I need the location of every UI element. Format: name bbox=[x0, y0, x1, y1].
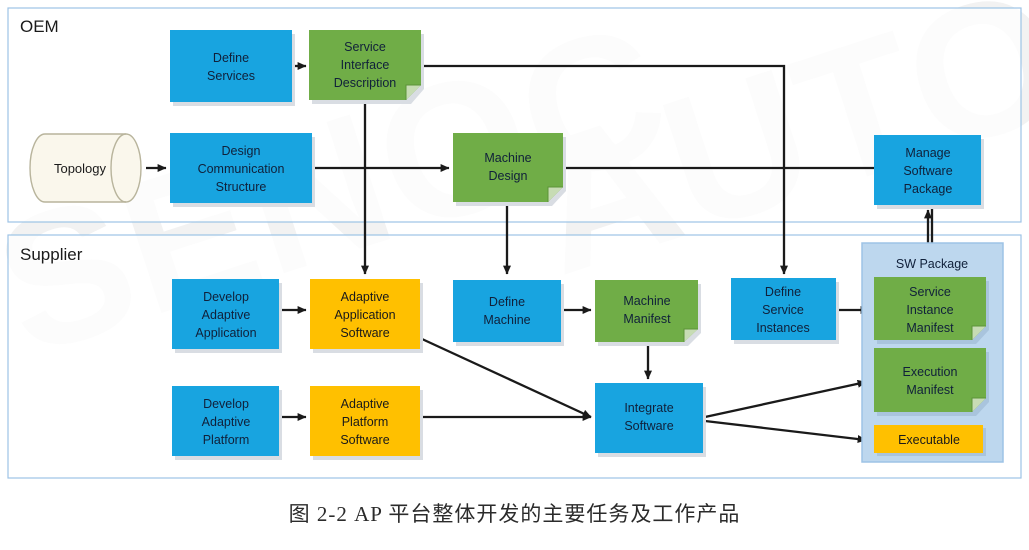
lane-title-supplier: Supplier bbox=[20, 245, 83, 264]
node-define-services-line-1: Define bbox=[213, 51, 249, 65]
sw-package-title: SW Package bbox=[896, 257, 968, 271]
node-service-interface-description-line-1: Service bbox=[344, 40, 386, 54]
edge-integrate-software-to-executable bbox=[704, 419, 867, 443]
lane-title-oem: OEM bbox=[20, 17, 59, 36]
node-manage-software-package-line-2: Software bbox=[903, 164, 952, 178]
node-manage-software-package[interactable]: Manage Software Package bbox=[874, 135, 984, 209]
node-define-service-instances-line-1: Define bbox=[765, 285, 801, 299]
node-design-communication-structure-line-2: Communication bbox=[198, 162, 285, 176]
node-service-interface-description-line-2: Interface bbox=[341, 58, 390, 72]
edge-adaptive-application-software-to-integrate-software bbox=[421, 337, 592, 419]
node-execution-manifest-line-1: Execution bbox=[903, 365, 958, 379]
node-develop-adaptive-application-line-3: Application bbox=[195, 326, 256, 340]
node-manage-software-package-line-1: Manage bbox=[905, 146, 950, 160]
node-adaptive-platform-software[interactable]: Adaptive Platform Software bbox=[310, 386, 423, 460]
node-develop-adaptive-application-line-2: Adaptive bbox=[202, 308, 251, 322]
node-adaptive-application-software-line-3: Software bbox=[340, 326, 389, 340]
node-design-communication-structure[interactable]: Design Communication Structure bbox=[170, 133, 315, 207]
node-machine-design-line-1: Machine bbox=[484, 151, 531, 165]
node-define-services[interactable]: Define Services bbox=[170, 30, 295, 106]
node-develop-adaptive-platform-line-1: Develop bbox=[203, 397, 249, 411]
node-adaptive-application-software-line-1: Adaptive bbox=[341, 290, 390, 304]
node-service-instance-manifest[interactable]: Service Instance Manifest bbox=[874, 277, 989, 344]
node-machine-design[interactable]: Machine Design bbox=[453, 133, 566, 206]
node-adaptive-application-software-line-2: Application bbox=[334, 308, 395, 322]
node-develop-adaptive-application-line-1: Develop bbox=[203, 290, 249, 304]
node-develop-adaptive-platform[interactable]: Develop Adaptive Platform bbox=[172, 386, 282, 460]
node-machine-manifest[interactable]: Machine Manifest bbox=[595, 280, 701, 346]
node-integrate-software-line-1: Integrate bbox=[624, 401, 673, 415]
node-adaptive-application-software[interactable]: Adaptive Application Software bbox=[310, 279, 423, 353]
node-execution-manifest-line-2: Manifest bbox=[906, 383, 954, 397]
node-topology[interactable]: Topology bbox=[29, 133, 142, 203]
node-executable[interactable]: Executable bbox=[874, 425, 986, 456]
node-service-instance-manifest-line-3: Manifest bbox=[906, 321, 954, 335]
node-design-communication-structure-line-1: Design bbox=[222, 144, 261, 158]
node-service-instance-manifest-line-2: Instance bbox=[906, 303, 953, 317]
node-service-instance-manifest-line-1: Service bbox=[909, 285, 951, 299]
node-adaptive-platform-software-line-1: Adaptive bbox=[341, 397, 390, 411]
node-define-service-instances[interactable]: Define Service Instances bbox=[731, 278, 839, 344]
node-define-machine-line-1: Define bbox=[489, 295, 525, 309]
node-machine-design-line-2: Design bbox=[489, 169, 528, 183]
node-topology-label: Topology bbox=[54, 161, 107, 176]
node-adaptive-platform-software-line-3: Software bbox=[340, 433, 389, 447]
node-develop-adaptive-application[interactable]: Develop Adaptive Application bbox=[172, 279, 282, 353]
node-execution-manifest[interactable]: Execution Manifest bbox=[874, 348, 989, 416]
node-service-interface-description-line-3: Description bbox=[334, 76, 397, 90]
node-define-machine-line-2: Machine bbox=[483, 313, 530, 327]
figure-caption: 图 2-2 AP 平台整体开发的主要任务及工作产品 bbox=[288, 502, 741, 526]
node-integrate-software[interactable]: Integrate Software bbox=[595, 383, 706, 457]
node-develop-adaptive-platform-line-3: Platform bbox=[203, 433, 250, 447]
node-define-service-instances-line-2: Service bbox=[762, 303, 804, 317]
node-service-interface-description[interactable]: Service Interface Description bbox=[309, 30, 424, 104]
node-manage-software-package-line-3: Package bbox=[904, 182, 953, 196]
node-define-services-line-2: Services bbox=[207, 69, 255, 83]
node-integrate-software-line-2: Software bbox=[624, 419, 673, 433]
node-define-machine[interactable]: Define Machine bbox=[453, 280, 564, 346]
node-machine-manifest-line-2: Manifest bbox=[623, 312, 671, 326]
node-executable-label: Executable bbox=[898, 433, 960, 447]
node-adaptive-platform-software-line-2: Platform bbox=[342, 415, 389, 429]
node-develop-adaptive-platform-line-2: Adaptive bbox=[202, 415, 251, 429]
node-design-communication-structure-line-3: Structure bbox=[216, 180, 267, 194]
edge-service-interface-description-to-define-service-instances bbox=[421, 64, 788, 275]
edge-integrate-software-to-execution-manifest bbox=[704, 379, 867, 419]
node-define-service-instances-line-3: Instances bbox=[756, 321, 810, 335]
node-machine-manifest-line-1: Machine bbox=[623, 294, 670, 308]
